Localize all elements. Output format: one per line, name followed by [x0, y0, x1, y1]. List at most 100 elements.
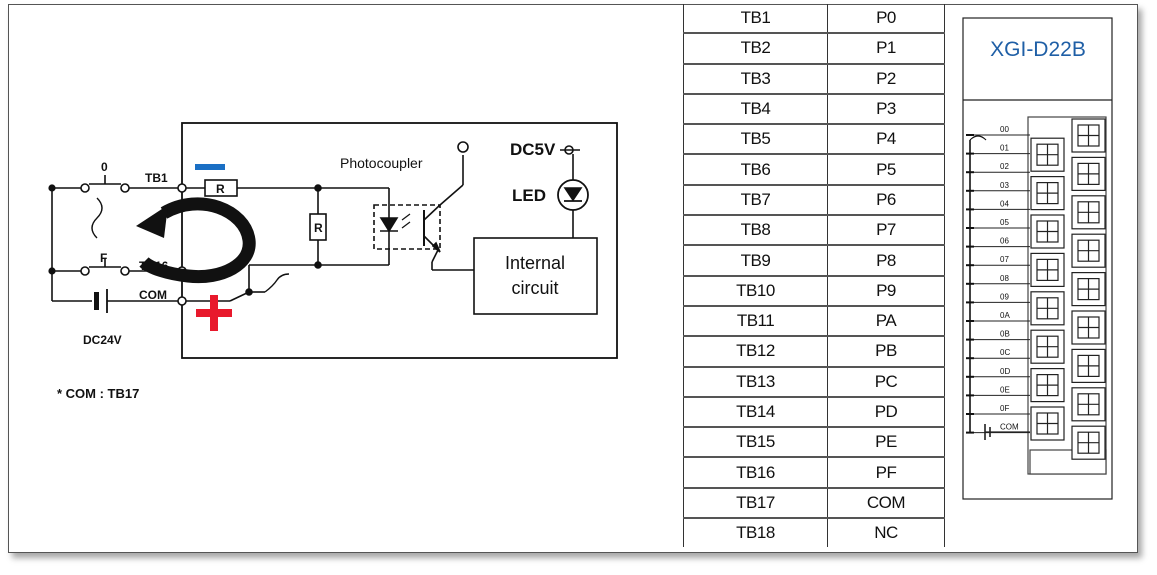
module-boundary-box	[181, 122, 618, 359]
signal-cell: NC	[827, 518, 945, 548]
minus-sign	[195, 164, 225, 170]
module-terminal-label: 02	[1000, 162, 1009, 171]
signal-cell: PB	[827, 336, 945, 368]
terminal-screw-block	[1071, 118, 1106, 153]
com-label: COM	[139, 288, 167, 302]
terminal-cell: TB11	[683, 305, 828, 338]
dc24v-label: DC24V	[83, 333, 122, 347]
module-terminal-label: 0D	[1000, 367, 1010, 376]
terminal-screw-block	[1071, 387, 1106, 422]
module-terminal-label: 0E	[1000, 385, 1010, 394]
terminal-screw-block	[1030, 329, 1065, 364]
terminal-cell: TB15	[683, 427, 828, 459]
module-terminal-label: 0B	[1000, 330, 1010, 339]
signal-cell: PF	[827, 457, 945, 489]
terminal-cell: TB4	[683, 93, 828, 126]
terminal-cell: TB2	[683, 33, 828, 65]
led-indicator	[557, 145, 589, 238]
signal-cell: COM	[827, 487, 945, 520]
signal-cell: P0	[827, 4, 945, 35]
signal-cell: PC	[827, 366, 945, 398]
signal-cell: P7	[827, 215, 945, 247]
module-drawing	[962, 17, 1113, 500]
current-loop-arrow	[136, 197, 256, 284]
terminal-screw-block	[1071, 233, 1106, 268]
com-note: * COM : TB17	[57, 386, 139, 401]
terminal-cell: TB13	[683, 366, 828, 398]
module-terminal-label: 07	[1000, 255, 1009, 264]
signal-cell: PE	[827, 427, 945, 459]
terminal-screw-block	[1071, 310, 1106, 345]
module-terminal-label: 08	[1000, 274, 1009, 283]
switch-0-label: 0	[101, 160, 108, 174]
module-terminal-label: COM	[1000, 423, 1019, 432]
module-terminal-label: 0C	[1000, 348, 1010, 357]
module-terminal-label: 05	[1000, 218, 1009, 227]
signal-cell: PA	[827, 305, 945, 338]
terminal-cell: TB6	[683, 154, 828, 186]
signal-cell: P9	[827, 275, 945, 307]
terminal-cell: TB3	[683, 63, 828, 95]
terminal-cell: TB18	[683, 518, 828, 548]
terminal-cell: TB7	[683, 184, 828, 217]
module-name: XGI-D22B	[990, 38, 1086, 61]
signal-cell: P6	[827, 184, 945, 217]
signal-cell: P2	[827, 63, 945, 95]
terminal-screw-block	[1071, 195, 1106, 230]
terminal-screw-block	[1030, 406, 1065, 441]
resistor-label-shunt: R	[314, 221, 323, 235]
resistor-label-series: R	[216, 182, 225, 196]
terminal-screw-block	[1071, 156, 1106, 191]
dc5v-label: DC5V	[510, 140, 556, 159]
internal-circuit-label-1: Internal	[505, 253, 565, 273]
module-terminal-label: 09	[1000, 292, 1009, 301]
terminal-cell: TB5	[683, 124, 828, 156]
terminal-screw-block	[1030, 214, 1065, 249]
module-terminal-blocks	[1030, 118, 1106, 460]
module-terminal-label: 03	[1000, 181, 1009, 190]
signal-cell: P3	[827, 93, 945, 126]
led-label: LED	[512, 186, 546, 205]
terminal-screw-block	[1071, 272, 1106, 307]
switch-f	[52, 258, 178, 276]
tb1-label: TB1	[145, 171, 168, 185]
terminal-screw-block	[1071, 348, 1106, 383]
terminal-cell: TB10	[683, 275, 828, 307]
terminal-screw-block	[1030, 291, 1065, 326]
photocoupler	[373, 141, 474, 271]
switch-f-label: F	[100, 251, 107, 265]
signal-cell: PD	[827, 396, 945, 429]
terminal-cell: TB1	[683, 4, 828, 35]
terminal-cell: TB14	[683, 396, 828, 429]
signal-cell: P4	[827, 124, 945, 156]
terminal-com	[177, 296, 187, 306]
plus-sign	[196, 295, 232, 331]
module-terminal-label: 01	[1000, 144, 1009, 153]
terminal-cell: TB12	[683, 336, 828, 368]
switch-0	[52, 175, 178, 193]
terminal-screw-block	[1030, 252, 1065, 287]
terminal-cell: TB17	[683, 487, 828, 520]
switch-link	[91, 197, 103, 239]
terminal-screw-block	[1071, 425, 1106, 460]
input-circuit	[48, 122, 618, 359]
